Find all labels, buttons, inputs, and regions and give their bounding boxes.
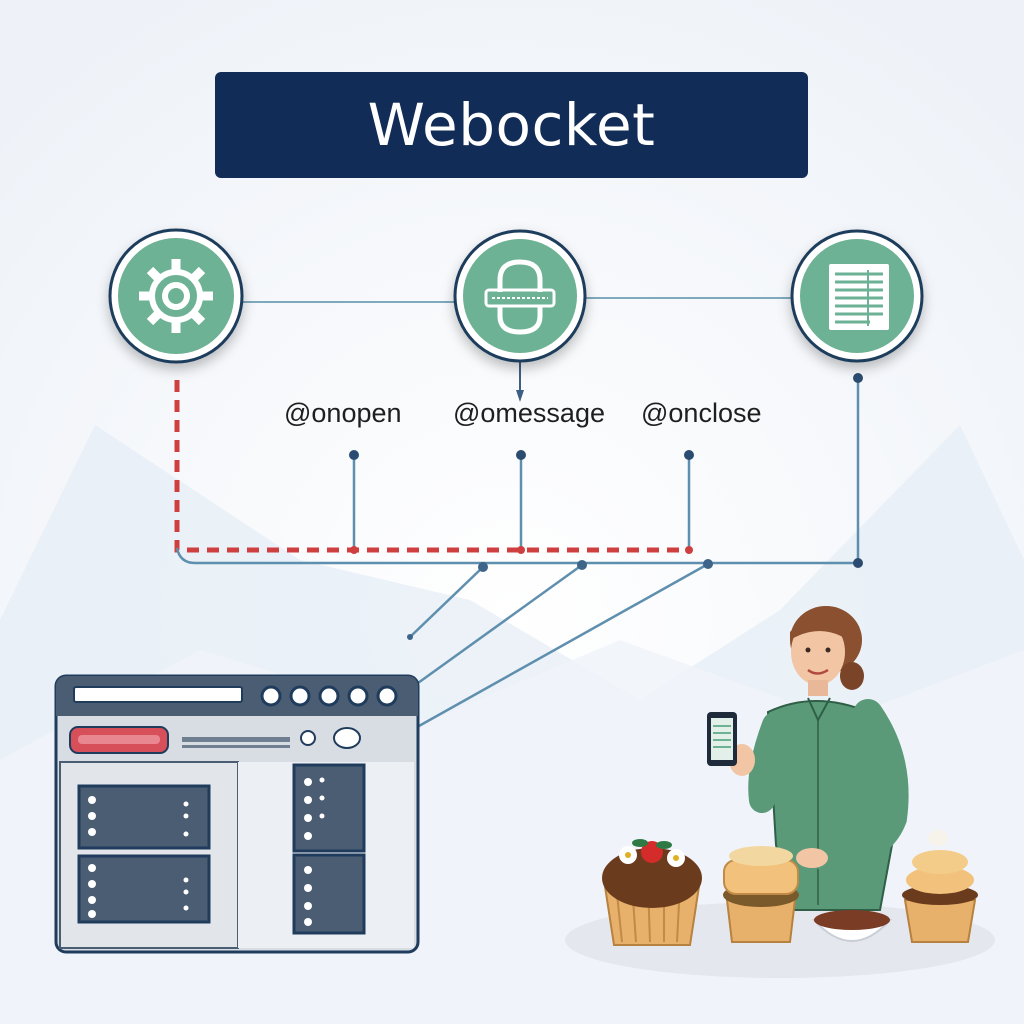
browser-window xyxy=(54,674,420,954)
toolbar-glyphs xyxy=(182,737,290,748)
top-connectors xyxy=(240,297,792,402)
diagram-title: Webocket xyxy=(367,91,656,159)
cupcake-caramel xyxy=(723,846,799,943)
event-bus-nodes xyxy=(349,373,863,568)
lock-node xyxy=(453,229,587,363)
gear-node xyxy=(108,228,244,364)
gear-icon xyxy=(139,259,213,333)
document-icon xyxy=(829,264,889,330)
event-label-onclose: @onclose xyxy=(641,398,762,428)
cupcake-chocolate xyxy=(602,839,702,946)
server-rack xyxy=(77,784,211,924)
title-banner: Webocket xyxy=(215,72,808,178)
address-bar xyxy=(73,686,243,703)
event-label-onopen: @onopen xyxy=(284,398,402,428)
bowl xyxy=(811,910,893,942)
window-control-buttons xyxy=(260,685,398,707)
server-tower xyxy=(292,763,366,935)
lock-icon xyxy=(484,259,556,335)
browser-connectors xyxy=(384,562,709,747)
event-label-onmessage: @omessage xyxy=(453,398,605,428)
event-bus xyxy=(175,378,860,565)
cupcake-vanilla xyxy=(902,830,978,943)
